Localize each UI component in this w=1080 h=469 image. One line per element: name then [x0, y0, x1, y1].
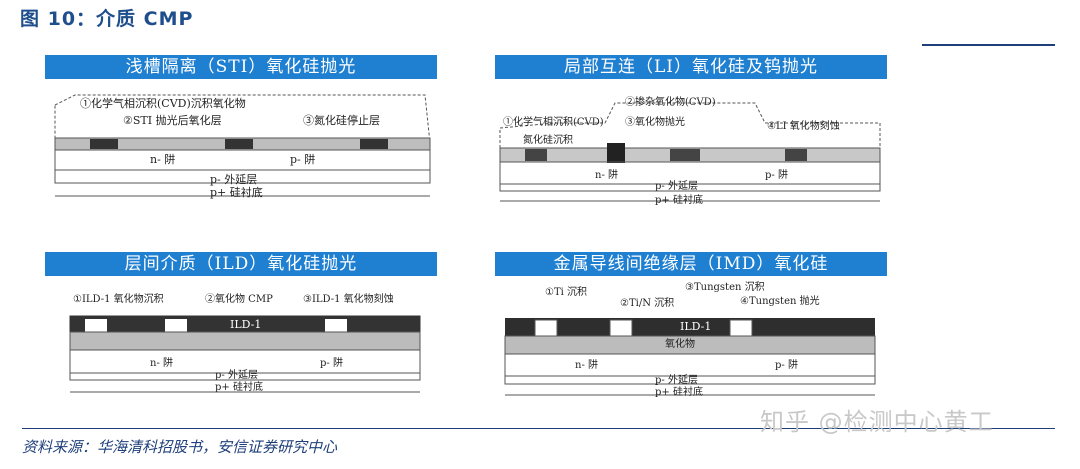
panel-header: 局部互连（LI）氧化硅及钨抛光 — [495, 55, 887, 79]
label-p-epi: p- 外延层 — [655, 374, 698, 386]
label-p-epi: p- 外延层 — [210, 173, 257, 186]
watermark: 知乎 @检测中心黄工 — [760, 408, 994, 436]
label-sti-oxide: ②STI 抛光后氧化层 — [123, 113, 222, 127]
label-doped-oxide: ②掺杂氧化物(CVD) — [625, 95, 716, 108]
label-n-well: n- 阱 — [150, 356, 173, 369]
imd-diagram: ①Ti 沉积 ③Tungsten 沉积 ②Ti/N 沉积 ④Tungsten 抛… — [504, 280, 876, 398]
label-ti-dep: ①Ti 沉积 — [545, 285, 587, 298]
top-rule — [922, 44, 1055, 46]
label-p-well: p- 阱 — [320, 356, 343, 369]
panel-ild: 层间介质（ILD）氧化硅抛光 ①ILD-1 氧化物沉积 ②氧化物 CMP ③IL… — [45, 252, 437, 412]
label-ild1: ILD-1 — [230, 318, 261, 331]
label-ild1: ILD-1 — [680, 320, 711, 333]
label-p-well: p- 阱 — [775, 358, 798, 371]
label-cvd: ①化学气相沉积(CVD) — [503, 115, 604, 128]
label-n-well: n- 阱 — [150, 152, 175, 166]
label-p-epi: p- 外延层 — [215, 369, 258, 381]
label-p-well: p- 阱 — [765, 168, 788, 181]
panel-sti: 浅槽隔离（STI）氧化硅抛光 ①化学气相沉积(CVD)沉积氧化物 ②STI 抛光… — [45, 55, 437, 215]
label-nitride-stop: ③氮化硅停止层 — [303, 113, 380, 127]
label-oxide-polish: ③氧化物抛光 — [625, 115, 685, 128]
label-p-substrate: p+ 硅衬底 — [655, 193, 703, 206]
label-p-substrate: p+ 硅衬底 — [215, 380, 263, 393]
label-p-epi: p- 外延层 — [655, 180, 698, 192]
label-p-well: p- 阱 — [290, 152, 315, 166]
label-p-substrate: p+ 硅衬底 — [655, 385, 703, 398]
label-li-etch: ④LI 氧化物刻蚀 — [767, 119, 840, 132]
panel-header: 浅槽隔离（STI）氧化硅抛光 — [45, 55, 437, 79]
label-ild-etch: ③ILD-1 氧化物刻蚀 — [303, 292, 394, 305]
label-tungsten-dep: ③Tungsten 沉积 — [685, 280, 765, 293]
li-diagram: ②掺杂氧化物(CVD) ①化学气相沉积(CVD) ③氧化物抛光 ④LI 氧化物刻… — [499, 95, 881, 206]
figure-title: 图 10：介质 CMP — [20, 8, 194, 30]
panel-li: 局部互连（LI）氧化硅及钨抛光 ②掺杂氧化物(CVD) ①化学气相沉积(CVD)… — [495, 55, 887, 215]
ild-diagram: ①ILD-1 氧化物沉积 ②氧化物 CMP ③ILD-1 氧化物刻蚀 ILD-1… — [69, 292, 421, 393]
bottom-rule — [22, 428, 1055, 429]
source-note: 资料来源：华海清科招股书，安信证券研究中心 — [22, 438, 338, 456]
panel-header: 金属导线间绝缘层（IMD）氧化硅 — [495, 252, 887, 276]
label-cvd: ①化学气相沉积(CVD)沉积氧化物 — [80, 96, 246, 110]
panel-header: 层间介质（ILD）氧化硅抛光 — [45, 252, 437, 276]
label-oxide: 氧化物 — [665, 337, 695, 350]
label-oxide-cmp: ②氧化物 CMP — [205, 292, 273, 305]
label-tungsten-polish: ④Tungsten 抛光 — [740, 294, 820, 307]
panel-imd: 金属导线间绝缘层（IMD）氧化硅 ①Ti 沉积 ③Tungsten 沉积 ②Ti… — [495, 252, 887, 412]
sti-diagram: ①化学气相沉积(CVD)沉积氧化物 ②STI 抛光后氧化层 ③氮化硅停止层 n-… — [54, 94, 431, 199]
label-p-substrate: p+ 硅衬底 — [210, 185, 263, 199]
label-tin-dep: ②Ti/N 沉积 — [620, 296, 674, 309]
label-n-well: n- 阱 — [575, 358, 598, 371]
label-n-well: n- 阱 — [595, 168, 618, 181]
label-ild-dep: ①ILD-1 氧化物沉积 — [73, 292, 164, 305]
label-nitride-dep: 氮化硅沉积 — [523, 133, 573, 146]
